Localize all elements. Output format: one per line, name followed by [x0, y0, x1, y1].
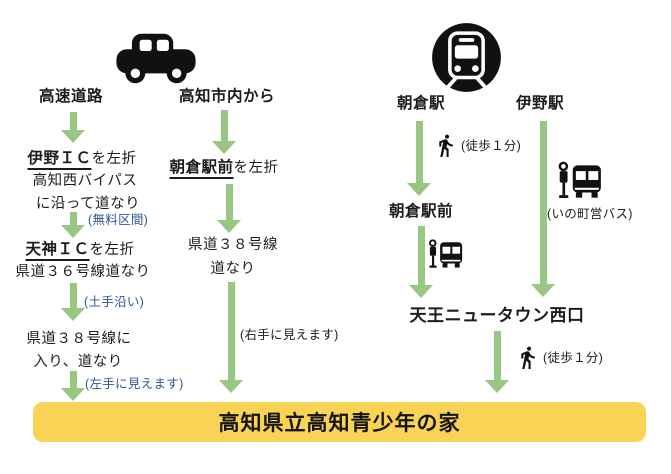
arrow-expressway-final: [61, 371, 85, 401]
note-walk-1min-a: (徒歩１分): [461, 139, 522, 153]
note-along-bank: (土手沿い): [84, 295, 145, 309]
arrow-city-step1: [212, 110, 236, 154]
arrow-newtown-walk: [485, 331, 509, 393]
step-route36: 県道３６号線道なり: [15, 264, 151, 280]
step-follow-road-city: 道なり: [210, 261, 256, 277]
note-visible-right: (右手に見えます): [240, 328, 339, 342]
step-follow-road-2: 入り、道なり: [33, 354, 123, 370]
walking-person-icon: [521, 346, 535, 369]
label-expressway: 高速道路: [38, 88, 104, 105]
arrow-asakura-bus: [409, 226, 433, 298]
label-from-kochi-city: 高知市内から: [178, 88, 276, 105]
note-walk-1min-b: (徒歩１分): [543, 351, 604, 365]
note-ino-town-bus: (いの町営バス): [547, 207, 633, 221]
step-nishi-bypass: 高知西バイパス: [32, 173, 138, 189]
note-free-section: (無料区間): [88, 213, 149, 227]
arrow-ino-bus: [531, 121, 555, 297]
arrow-city-final: [219, 282, 243, 393]
walking-person-icon: [439, 134, 453, 157]
arrow-asakura-walk: [407, 121, 431, 196]
label-ino-station: 伊野駅: [515, 95, 565, 112]
note-visible-left: (左手に見えます): [85, 377, 184, 391]
step-follow-road-1: に沿って道なり: [35, 196, 141, 212]
label-asakura-ekimae-stop: 朝倉駅前: [388, 203, 454, 220]
arrow-expressway-step2: [61, 212, 85, 238]
label-asakura-station: 朝倉駅: [396, 95, 446, 112]
step-asakura-ekimae-turn: 朝倉駅前を左折: [169, 158, 278, 179]
step-ino-ic: 伊野ＩＣを左折: [27, 149, 136, 170]
arrow-expressway-step1: [61, 112, 85, 143]
step-tenjin-ic: 天神ＩＣを左折: [25, 240, 134, 261]
step-route38-city: 県道３８号線: [188, 237, 278, 253]
arrow-expressway-step3: [61, 283, 85, 321]
step-route38-enter: 県道３８号線に: [26, 331, 132, 347]
destination-label: 高知県立高知青少年の家: [218, 412, 461, 435]
car-icon: [116, 33, 196, 84]
metro-train-icon: [432, 23, 501, 92]
destination-banner: 高知県立高知青少年の家: [33, 402, 646, 442]
arrow-city-step2: [217, 184, 241, 233]
bus-stop-icon: [558, 161, 601, 198]
bus-stop-icon: [429, 239, 463, 268]
label-tenno-newtown-west: 天王ニュータウン西口: [409, 306, 585, 325]
